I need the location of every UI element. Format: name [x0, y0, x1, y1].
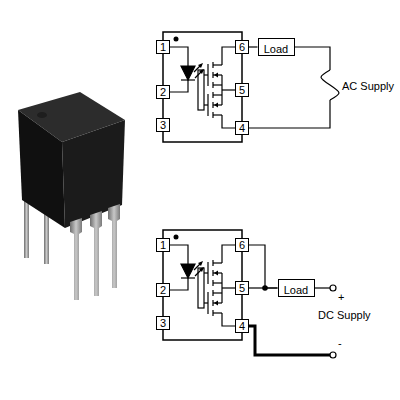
load-box: Load [258, 38, 295, 56]
node-text: 6 [238, 41, 246, 53]
supply-label: + [338, 291, 344, 304]
terminal [330, 352, 336, 358]
node-text: 6 [238, 239, 246, 251]
optocoupler-ac-schematic [163, 32, 339, 142]
supply-label: DC Supply [318, 309, 371, 322]
ac-supply-wire [249, 47, 339, 128]
node-text: 1 [159, 239, 167, 251]
pin-box: 4 [235, 121, 249, 135]
wire [249, 245, 278, 288]
pin-box: 3 [156, 118, 170, 132]
pin-box: 6 [235, 238, 249, 252]
photomos-symbol [163, 32, 242, 142]
node-text: 5 [238, 84, 246, 96]
chip-front-leads [70, 204, 120, 300]
photomos-symbol [163, 230, 242, 340]
pin-box: 2 [156, 85, 170, 99]
chip-lead [24, 196, 29, 258]
dip6-chip-photo [18, 92, 125, 300]
optocoupler-dc-schematic [163, 230, 336, 358]
wire [249, 287, 278, 288]
pin-box: 5 [235, 281, 249, 295]
ac-source-symbol [321, 70, 339, 100]
node-text: 3 [159, 119, 167, 131]
node-text: 2 [159, 284, 167, 296]
node-text: Load [264, 41, 289, 57]
wire [249, 46, 258, 47]
node-text: 4 [238, 320, 246, 332]
dc-supply-wire [249, 288, 330, 355]
node-text: Load [284, 282, 309, 298]
pin-box: 1 [156, 40, 170, 54]
supply-label: AC Supply [342, 80, 394, 93]
pin-box: 6 [235, 40, 249, 54]
node-text: 2 [159, 86, 167, 98]
pin-box: 5 [235, 83, 249, 97]
chip-pin1-mark [37, 112, 47, 118]
node-text: 1 [159, 41, 167, 53]
pin-box: 1 [156, 238, 170, 252]
chip-front-face [18, 110, 65, 228]
node-text: 5 [238, 282, 246, 294]
terminal [330, 285, 336, 291]
node-text: 4 [238, 122, 246, 134]
load-box: Load [278, 279, 315, 297]
node-text: 3 [159, 317, 167, 329]
pin-box: 4 [235, 319, 249, 333]
supply-label: - [338, 337, 342, 350]
pin-box: 2 [156, 283, 170, 297]
pin-box: 3 [156, 316, 170, 330]
